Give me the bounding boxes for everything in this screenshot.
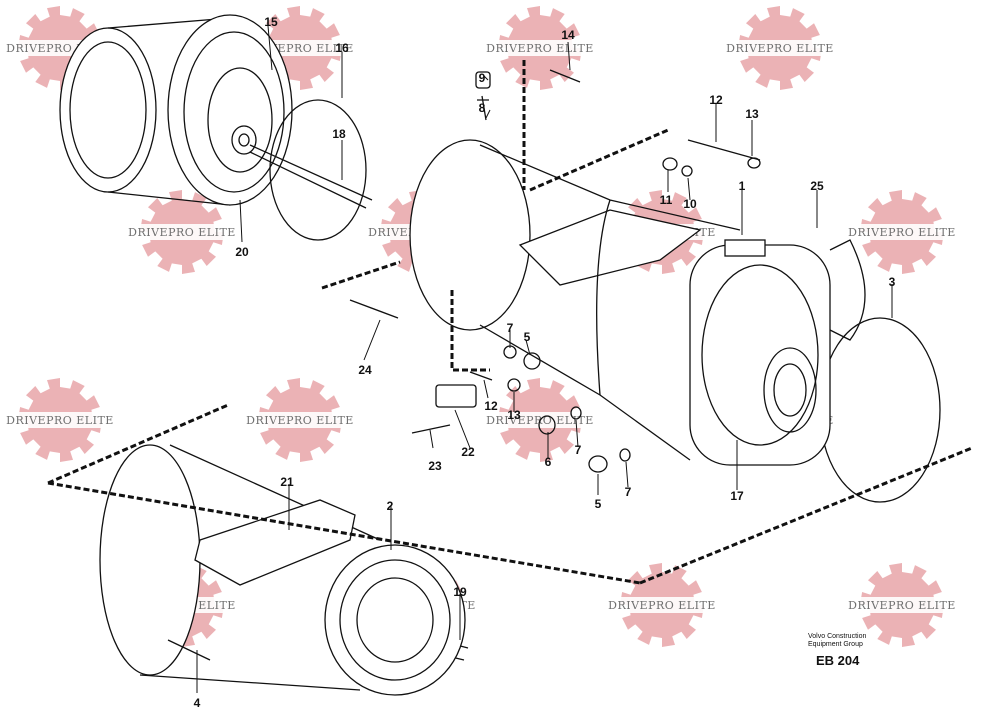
callout-number: 12 (709, 93, 723, 107)
callout-number: 12 (484, 399, 498, 413)
callout-number: 16 (335, 41, 349, 55)
callout-number: 5 (524, 330, 531, 344)
callout-number: 24 (358, 363, 372, 377)
callout-number: 17 (730, 489, 744, 503)
axle-casing-centre (409, 139, 741, 461)
watermark-gear: DRIVEPRO ELITE (0, 378, 122, 462)
callout-number: 7 (575, 443, 582, 457)
callout-number: 23 (428, 459, 442, 473)
callout-number: 13 (507, 408, 521, 422)
watermark-text: DRIVEPRO ELITE (6, 414, 114, 427)
parts-layer (47, 14, 973, 696)
callout-number: 6 (545, 455, 552, 469)
callout-number: 14 (561, 28, 575, 42)
o-ring-16 (269, 99, 367, 241)
watermark-gear: DRIVEPRO ELITE (478, 6, 602, 90)
callout-number: 15 (264, 15, 278, 29)
callout-number: 7 (625, 485, 632, 499)
assembly-paths (47, 60, 973, 585)
o-ring-3 (819, 317, 941, 503)
watermark-text: DRIVEPRO ELITE (848, 599, 956, 612)
caption-code: EB 204 (816, 653, 860, 668)
watermark-text: DRIVEPRO ELITE (726, 42, 834, 55)
callout-number: 1 (739, 179, 746, 193)
caption-line-1: Volvo Construction (808, 633, 867, 640)
callout-number: 13 (745, 107, 759, 121)
leader-lines (196, 25, 893, 693)
watermark-text: DRIVEPRO ELITE (608, 599, 716, 612)
small-parts (167, 69, 761, 661)
callout-number: 8 (479, 101, 486, 115)
axle-casing-lower (99, 444, 466, 696)
callout-number: 21 (280, 475, 294, 489)
callout-layer: 1234556777891011121213131415161718192021… (194, 15, 896, 710)
watermark-text: DRIVEPRO ELITE (128, 226, 236, 239)
callout-number: 20 (235, 245, 249, 259)
watermark-gear: DRIVEPRO ELITE (238, 378, 362, 462)
callout-number: 7 (507, 321, 514, 335)
watermark-gear: DRIVEPRO ELITE (120, 190, 244, 274)
callout-number: 19 (453, 585, 467, 599)
watermark-gear: DRIVEPRO ELITE (840, 190, 964, 274)
callout-number: 10 (683, 197, 697, 211)
wheel-hub-left (59, 14, 293, 206)
callout-number: 25 (810, 179, 824, 193)
caption-line-2: Equipment Group (808, 641, 863, 648)
differential-housing (689, 239, 866, 466)
watermark-text: DRIVEPRO ELITE (486, 42, 594, 55)
watermark-text: DRIVEPRO ELITE (848, 226, 956, 239)
callout-number: 9 (479, 71, 486, 85)
callout-number: 22 (461, 445, 475, 459)
watermark-gear: DRIVEPRO ELITE (840, 563, 964, 647)
watermark-text: DRIVEPRO ELITE (246, 414, 354, 427)
callout-number: 11 (660, 193, 673, 207)
callout-number: 18 (332, 127, 346, 141)
callout-number: 2 (387, 499, 394, 513)
watermark-gear: DRIVEPRO ELITE (718, 6, 842, 90)
diagram-caption: Volvo Construction Equipment Group EB 20… (808, 633, 866, 668)
callout-number: 4 (194, 696, 201, 710)
drive-shaft-18 (249, 144, 373, 209)
callout-number: 3 (889, 275, 896, 289)
callout-number: 5 (595, 497, 602, 511)
